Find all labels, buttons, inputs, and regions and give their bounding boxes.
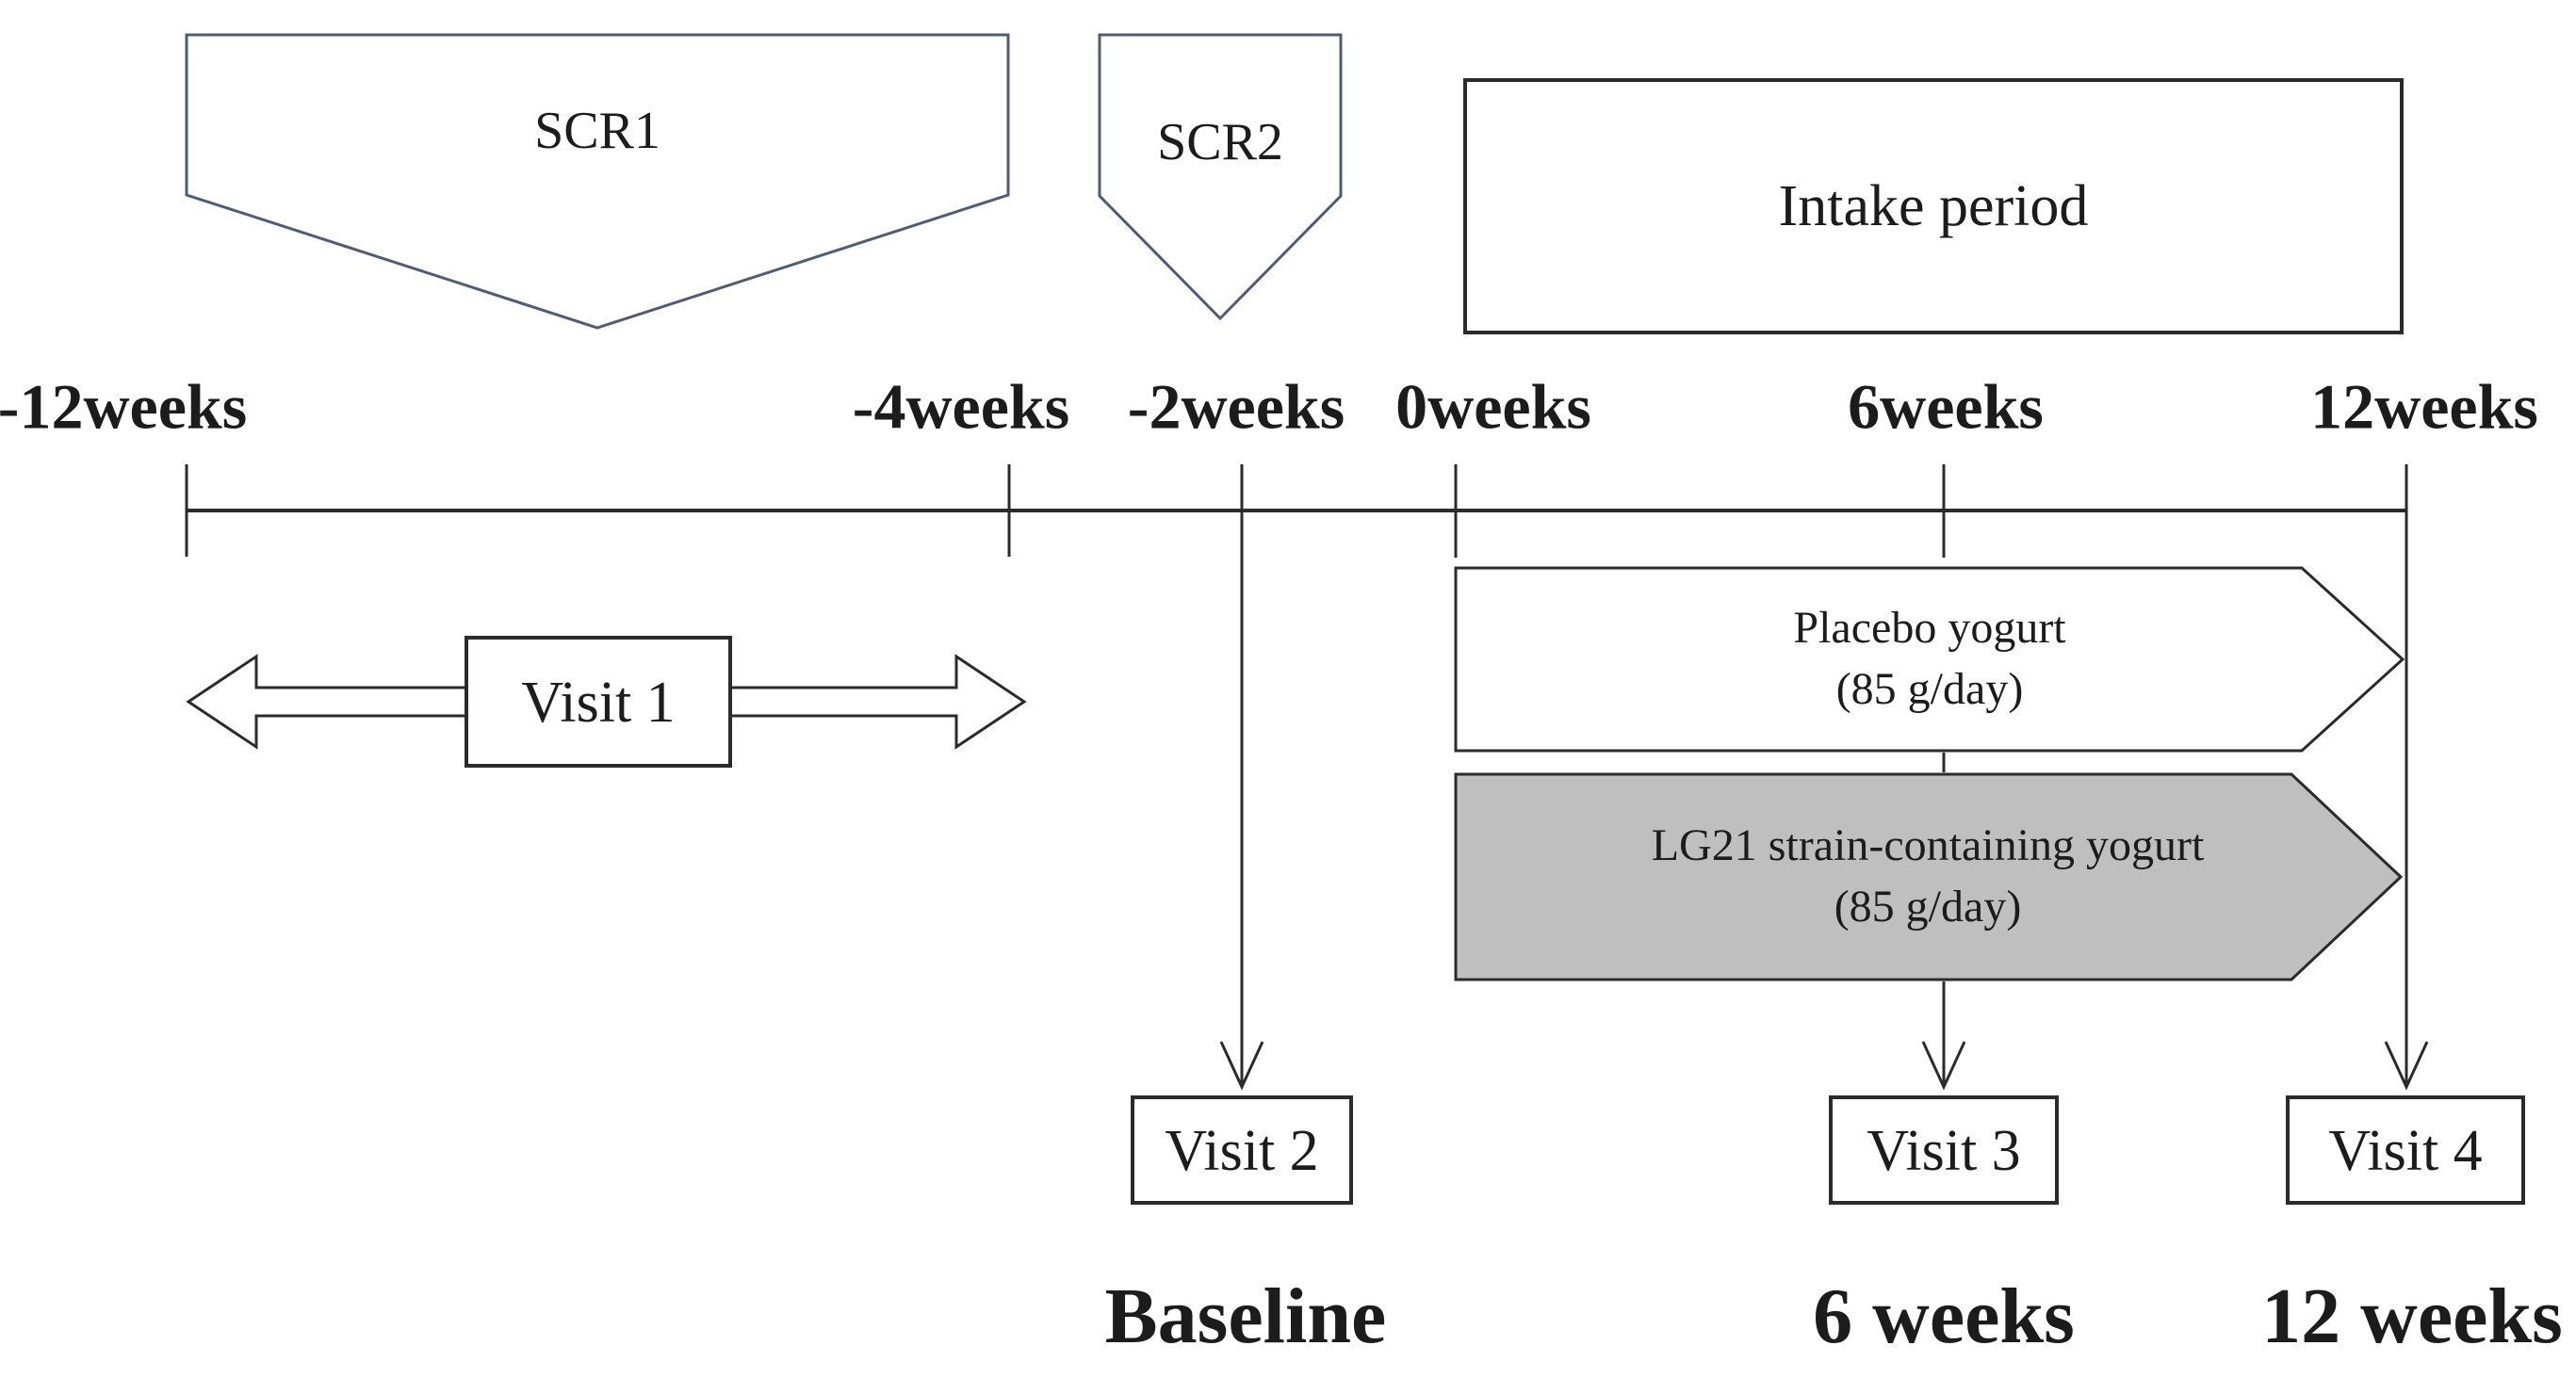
- visit1-box: [465, 636, 732, 768]
- visit2-box: [1131, 1095, 1353, 1205]
- scr2-label: SCR2: [1157, 113, 1283, 172]
- placebo-arm-dose: (85 g/day): [1835, 664, 2024, 714]
- visit1-label: Visit 1: [521, 670, 676, 735]
- week-label-6: 6weeks: [1848, 370, 2044, 443]
- arrowhead-visit3: [1921, 1041, 1966, 1091]
- week-label-minus4: -4weeks: [852, 370, 1070, 443]
- placebo-arm-name: Placebo yogurt: [1793, 603, 2066, 654]
- placebo-arm-label: Placebo yogurt (85 g/day): [1793, 598, 2065, 721]
- visit3-label: Visit 3: [1867, 1118, 2021, 1183]
- milestone-12weeks: 12 weeks: [2261, 1272, 2563, 1360]
- milestone-6weeks: 6 weeks: [1813, 1272, 2075, 1360]
- intake-period-label: Intake period: [1778, 173, 2089, 238]
- visit2-label: Visit 2: [1165, 1118, 1319, 1183]
- lg21-arm-label: LG21 strain-containing yogurt (85 g/day): [1652, 816, 2205, 938]
- week-label-12: 12weeks: [2310, 370, 2538, 443]
- placebo-arm-arrow: [1454, 566, 2405, 753]
- intake-period-box: [1463, 78, 2404, 334]
- scr1-label: SCR1: [534, 102, 660, 161]
- lg21-arm-name: LG21 strain-containing yogurt: [1651, 820, 2205, 871]
- visit3-box: [1829, 1095, 2059, 1205]
- lg21-arm-dose: (85 g/day): [1834, 882, 2022, 932]
- scr2-pentagon: [1098, 33, 1343, 321]
- week-label-0: 0weeks: [1395, 370, 1591, 443]
- visit4-box: [2286, 1095, 2525, 1205]
- arrowhead-visit2: [1219, 1041, 1264, 1091]
- arrowhead-visit4: [2384, 1041, 2429, 1091]
- week-label-minus2: -2weeks: [1127, 370, 1345, 443]
- week-label-minus12: -12weeks: [0, 370, 248, 443]
- visit4-label: Visit 4: [2328, 1118, 2483, 1183]
- milestone-baseline: Baseline: [1104, 1272, 1387, 1360]
- scr1-pentagon: [185, 33, 1010, 330]
- lg21-arm-arrow: [1454, 772, 2404, 981]
